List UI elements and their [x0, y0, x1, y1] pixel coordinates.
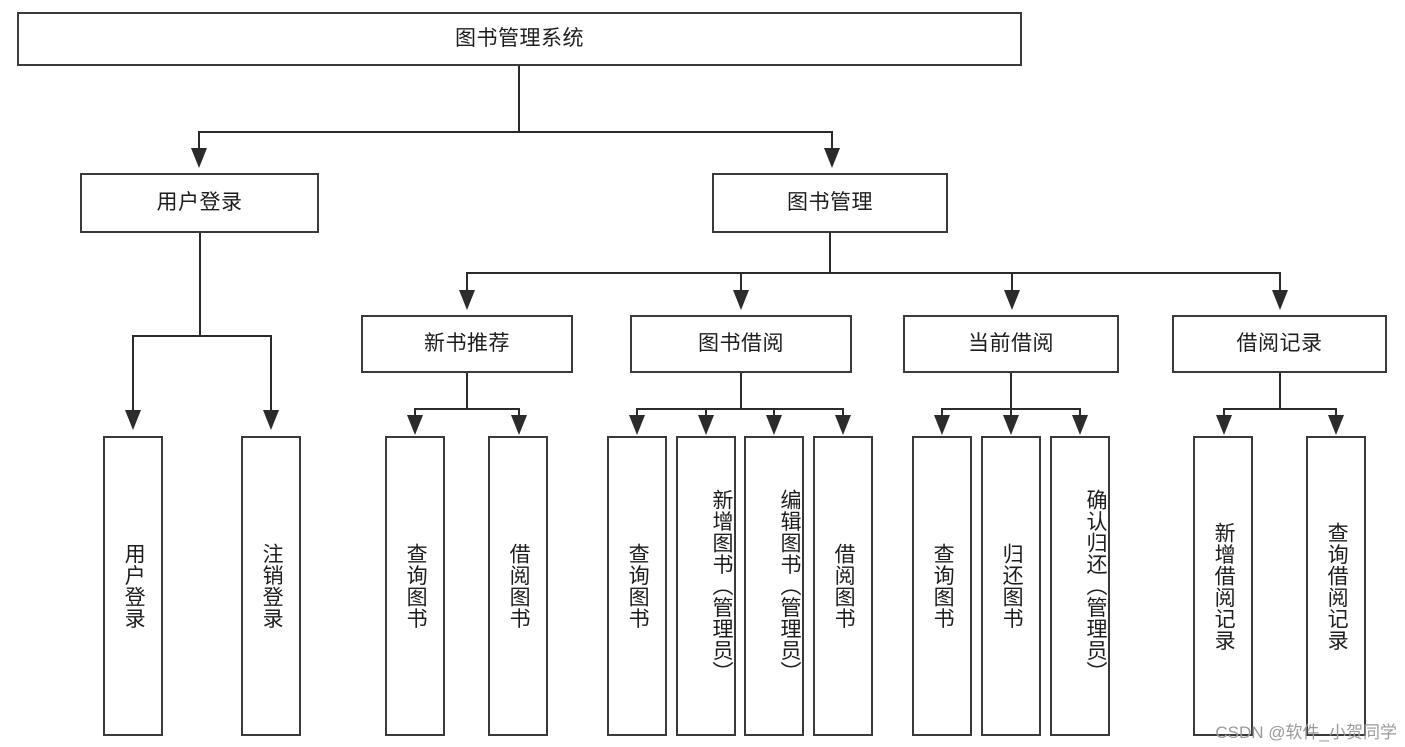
- arrow-to-current-borrow: [1004, 290, 1020, 310]
- node-label: 借阅记录: [1236, 332, 1323, 356]
- connector-br-stem: [1279, 373, 1281, 409]
- node-label: 图书借阅: [698, 332, 784, 356]
- node-label: 借阅图书: [832, 543, 856, 629]
- node-leaf-user-logout[interactable]: 注销登录: [241, 436, 301, 736]
- node-user-login[interactable]: 用户登录: [80, 173, 319, 233]
- node-label: 图书管理系统: [455, 27, 584, 51]
- connector-br-bus: [1224, 408, 1337, 410]
- connector-bm-drop-1: [466, 272, 468, 294]
- node-label: 查询借阅记录: [1325, 521, 1349, 651]
- arrow-to-leaf-add-book: [698, 415, 714, 435]
- connector-root-stem: [518, 66, 520, 132]
- arrow-root-to-user-login: [191, 148, 207, 168]
- node-label: 注销登录: [260, 543, 284, 629]
- node-book-borrow[interactable]: 图书借阅: [630, 315, 852, 373]
- node-leaf-add-record[interactable]: 新增借阅记录: [1193, 436, 1253, 736]
- connector-nbr-stem: [466, 373, 468, 409]
- arrow-to-leaf-confirm-return: [1072, 415, 1088, 435]
- connector-bm-drop-3: [1011, 272, 1013, 294]
- node-current-borrow[interactable]: 当前借阅: [903, 315, 1119, 373]
- node-label: 借阅图书: [507, 543, 531, 629]
- node-label: 查询图书: [931, 543, 955, 629]
- connector-bm-drop-2: [740, 272, 742, 294]
- node-leaf-query-record[interactable]: 查询借阅记录: [1306, 436, 1366, 736]
- arrow-to-new-book-recommend: [459, 290, 475, 310]
- arrow-to-leaf-add-record: [1216, 415, 1232, 435]
- arrow-to-leaf-edit-book: [766, 415, 782, 435]
- connector-user-login-bus: [133, 335, 272, 337]
- node-leaf-confirm-return[interactable]: 确认归还（管理员）: [1050, 436, 1110, 736]
- node-label: 新增借阅记录: [1212, 521, 1236, 651]
- node-root-system[interactable]: 图书管理系统: [17, 12, 1022, 66]
- connector-root-bus: [199, 131, 833, 133]
- node-leaf-add-book[interactable]: 新增图书（管理员）: [676, 436, 736, 736]
- arrow-to-leaf-borrow-book-2: [835, 415, 851, 435]
- node-label: 确认归还（管理员）: [1084, 489, 1107, 683]
- node-leaf-edit-book[interactable]: 编辑图书（管理员）: [744, 436, 804, 736]
- node-label: 新增图书（管理员）: [710, 489, 733, 683]
- node-label: 用户登录: [156, 191, 243, 215]
- node-label: 图书管理: [787, 191, 873, 215]
- arrow-to-book-borrow: [733, 290, 749, 310]
- connector-user-login-drop-1: [132, 335, 134, 413]
- connector-root-to-user-login: [198, 131, 200, 153]
- node-borrow-record[interactable]: 借阅记录: [1172, 315, 1387, 373]
- node-label: 当前借阅: [968, 332, 1054, 356]
- node-book-manage[interactable]: 图书管理: [712, 173, 948, 233]
- node-label: 查询图书: [404, 543, 428, 629]
- connector-bm-drop-4: [1279, 272, 1281, 294]
- node-label: 编辑图书（管理员）: [778, 489, 801, 683]
- arrow-to-leaf-user-login: [125, 410, 141, 430]
- node-label: 新书推荐: [424, 332, 510, 356]
- arrow-to-borrow-record: [1272, 290, 1288, 310]
- arrow-to-leaf-query-record: [1328, 415, 1344, 435]
- node-label: 查询图书: [626, 543, 650, 629]
- arrow-to-leaf-return-book: [1003, 415, 1019, 435]
- connector-user-login-drop-2: [270, 335, 272, 413]
- connector-root-to-book-manage: [831, 131, 833, 153]
- node-label: 用户登录: [122, 543, 146, 629]
- node-label: 归还图书: [1000, 543, 1024, 629]
- arrow-to-leaf-query-book-3: [934, 415, 950, 435]
- node-leaf-query-book-3[interactable]: 查询图书: [912, 436, 972, 736]
- connector-user-login-stem: [199, 233, 201, 336]
- connector-bb-stem: [740, 373, 742, 409]
- arrow-to-leaf-query-book-1: [407, 415, 423, 435]
- node-leaf-query-book-2[interactable]: 查询图书: [607, 436, 667, 736]
- connector-book-manage-bus: [467, 272, 1281, 274]
- node-leaf-borrow-book-1[interactable]: 借阅图书: [488, 436, 548, 736]
- connector-book-manage-stem: [829, 233, 831, 273]
- node-leaf-user-login[interactable]: 用户登录: [103, 436, 163, 736]
- node-new-book-recommend[interactable]: 新书推荐: [361, 315, 573, 373]
- arrow-root-to-book-manage: [824, 148, 840, 168]
- arrow-to-leaf-query-book-2: [629, 415, 645, 435]
- node-leaf-query-book-1[interactable]: 查询图书: [385, 436, 445, 736]
- connector-nbr-bus: [415, 408, 520, 410]
- node-leaf-return-book[interactable]: 归还图书: [981, 436, 1041, 736]
- connector-cb-stem: [1010, 373, 1012, 409]
- node-leaf-borrow-book-2[interactable]: 借阅图书: [813, 436, 873, 736]
- arrow-to-leaf-user-logout: [263, 410, 279, 430]
- connector-bb-bus: [637, 408, 844, 410]
- arrow-to-leaf-borrow-book-1: [511, 415, 527, 435]
